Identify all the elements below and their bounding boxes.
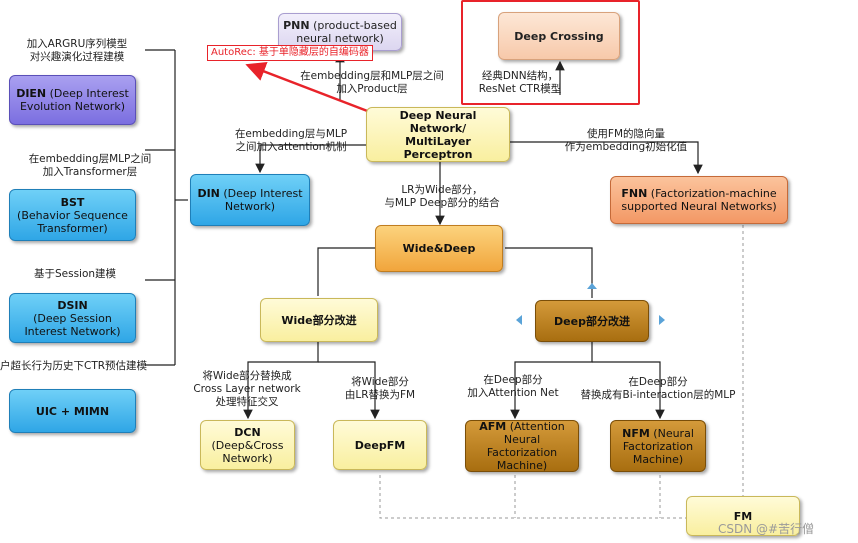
- fm-replace-label: 将Wide部分 由LR替换为FM: [330, 376, 430, 402]
- bi-interaction-label-line1: 在Deep部分: [628, 376, 688, 388]
- din-node: DIN (Deep Interest Network): [190, 174, 310, 226]
- pnn-node: PNN (product-based neural network): [278, 13, 402, 51]
- argru-label-line1: 加入ARGRU序列模型: [26, 38, 128, 50]
- product-label-line1: 在embedding层和MLP层之间: [300, 70, 444, 82]
- argru-label: 加入ARGRU序列模型 对兴趣演化过程建模: [15, 38, 139, 64]
- product-label: 在embedding层和MLP层之间 加入Product层: [292, 70, 452, 96]
- wide-deep-node: Wide&Deep: [375, 225, 503, 272]
- dien-desc: (Deep Interest Evolution Network): [19, 87, 129, 113]
- resnet-label-line1: 经典DNN结构，: [481, 70, 559, 82]
- fm-init-label: 使用FM的隐向量 作为embedding初始化值: [551, 128, 701, 154]
- dnn-line2: MultiLayer Perceptron: [403, 134, 473, 161]
- afm-name: AFM: [479, 420, 507, 433]
- deep-improve-node: Deep部分改进: [535, 300, 649, 342]
- dnn-node: Deep Neural Network/MultiLayer Perceptro…: [366, 107, 510, 162]
- dnn-line1: Deep Neural Network/: [399, 108, 477, 135]
- fm-name: FM: [733, 509, 753, 523]
- session-label-text: 基于Session建模: [33, 268, 117, 280]
- att-net-label-line1: 在Deep部分: [483, 374, 543, 386]
- autorec-tag: AutoRec:: [211, 47, 256, 58]
- long-behavior-label: 户超长行为历史下CTR预估建模: [0, 360, 165, 373]
- nfm-node: NFM (Neural Factorization Machine): [610, 420, 706, 472]
- attention-label-line1: 在embedding层与MLP: [234, 128, 348, 140]
- bi-interaction-label: 在Deep部分 替换成有Bi-interaction层的MLP: [568, 376, 748, 402]
- uic-mimn-node: UIC + MIMN: [9, 389, 136, 433]
- transformer-label: 在embedding层MLP之间 加入Transformer层: [10, 153, 170, 179]
- deep-improve-name: Deep部分改进: [554, 314, 630, 328]
- long-behavior-label-text: 户超长行为历史下CTR预估建模: [0, 360, 148, 372]
- bst-desc-prefix: (: [17, 208, 22, 222]
- attention-label-line2: 之间加入attention机制: [235, 141, 347, 153]
- cross-label-line1: 将Wide部分替换成: [202, 370, 292, 382]
- cross-label-line2: Cross Layer network: [193, 383, 301, 395]
- lr-wide-label: LR为Wide部分， 与MLP Deep部分的结合: [372, 184, 512, 210]
- pnn-desc: (product-based neural network): [296, 19, 397, 45]
- fm-replace-label-line1: 将Wide部分: [351, 376, 409, 388]
- highlight-frame: [461, 0, 640, 105]
- nfm-name: NFM: [622, 426, 650, 440]
- fnn-name: FNN: [621, 187, 648, 200]
- deep-crossing-name: Deep Crossing: [514, 29, 604, 43]
- att-net-label: 在Deep部分 加入Attention Net: [458, 374, 568, 400]
- transformer-label-line2: 加入Transformer层: [42, 166, 138, 178]
- deepfm-name: DeepFM: [354, 438, 406, 452]
- fm-node: FM: [686, 496, 800, 536]
- product-label-line2: 加入Product层: [336, 83, 408, 95]
- din-desc: (Deep Interest Network): [219, 187, 303, 213]
- argru-label-line2: 对兴趣演化过程建模: [29, 51, 125, 63]
- resnet-label: 经典DNN结构， ResNet CTR模型: [470, 70, 570, 96]
- session-label: 基于Session建模: [20, 268, 130, 281]
- bst-desc: Behavior Sequence Transformer): [21, 208, 128, 235]
- bst-node: BST (Behavior Sequence Transformer): [9, 189, 136, 241]
- dsin-desc: (Deep Session Interest Network): [24, 311, 121, 338]
- fm-replace-label-line2: 由LR替换为FM: [344, 389, 416, 401]
- autorec-annotation: AutoRec: 基于单隐藏层的自编码器: [207, 45, 373, 61]
- dcn-name: DCN: [234, 425, 261, 439]
- afm-desc: (Attention Neural Factorization Machine): [486, 420, 565, 472]
- dsin-name: DSIN: [57, 298, 88, 312]
- dcn-node: DCN(Deep&Cross Network): [200, 420, 295, 470]
- resnet-label-line2: ResNet CTR模型: [478, 83, 562, 95]
- cross-label-line3: 处理特征交叉: [215, 396, 279, 408]
- cross-label: 将Wide部分替换成 Cross Layer network 处理特征交叉: [188, 370, 306, 409]
- bi-interaction-label-line2: 替换成有Bi-interaction层的MLP: [580, 389, 736, 401]
- dien-node: DIEN (Deep Interest Evolution Network): [9, 75, 136, 125]
- wide-improve-name: Wide部分改进: [281, 313, 357, 327]
- din-name: DIN: [197, 187, 220, 200]
- wide-deep-name: Wide&Deep: [402, 242, 476, 255]
- wide-improve-node: Wide部分改进: [260, 298, 378, 342]
- lr-wide-label-line1: LR为Wide部分，: [401, 184, 483, 196]
- pnn-name: PNN: [283, 19, 310, 32]
- transformer-label-line1: 在embedding层MLP之间: [28, 153, 152, 165]
- fm-init-label-line1: 使用FM的隐向量: [586, 128, 666, 140]
- attention-label: 在embedding层与MLP 之间加入attention机制: [226, 128, 356, 154]
- fm-init-label-line2: 作为embedding初始化值: [564, 141, 688, 153]
- dsin-node: DSIN(Deep Session Interest Network): [9, 293, 136, 343]
- afm-node: AFM (Attention Neural Factorization Mach…: [465, 420, 579, 472]
- dcn-desc: (Deep&Cross Network): [211, 438, 284, 465]
- uic-mimn-name: UIC + MIMN: [35, 404, 110, 418]
- fnn-node: FNN (Factorization-machine supported Neu…: [610, 176, 788, 224]
- deep-crossing-node: Deep Crossing: [498, 12, 620, 60]
- deepfm-node: DeepFM: [333, 420, 427, 470]
- autorec-text: 基于单隐藏层的自编码器: [255, 47, 369, 58]
- lr-wide-label-line2: 与MLP Deep部分的结合: [384, 197, 500, 209]
- watermark: CSDN @#苦行僧: [718, 522, 815, 536]
- dien-name: DIEN: [16, 87, 47, 100]
- nfm-desc: (Neural Factorization Machine): [622, 426, 694, 466]
- att-net-label-line2: 加入Attention Net: [467, 387, 559, 399]
- fnn-desc: (Factorization-machine supported Neural …: [621, 187, 777, 213]
- bst-name: BST: [60, 195, 85, 209]
